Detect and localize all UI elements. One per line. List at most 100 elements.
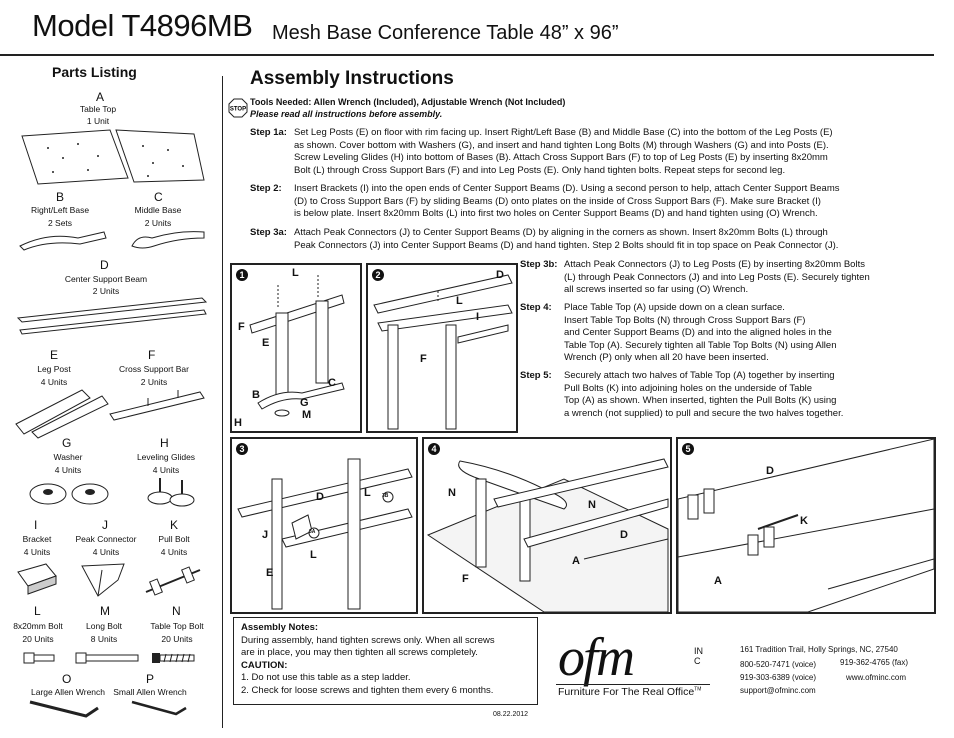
support-email[interactable]: support@ofminc.com xyxy=(740,686,816,695)
part-count-n: 20 Units xyxy=(161,634,193,644)
callout-g: G xyxy=(300,397,309,409)
callout-m: M xyxy=(302,409,312,421)
caution-item: 1. Do not use this table as a step ladde… xyxy=(241,672,411,683)
part-count-d: 2 Units xyxy=(92,286,120,296)
callout-l-lower: L xyxy=(310,549,317,561)
step-line: (L) through Peak Connectors (J) and into… xyxy=(564,271,870,283)
part-count-g: 4 Units xyxy=(54,465,82,475)
step-line: (D) to Cross Support Bars (F) by sliding… xyxy=(294,195,821,207)
step-line: Table Top (A). Securely tighten all Tabl… xyxy=(564,339,837,351)
part-letter-g: G xyxy=(62,436,72,450)
phone-voice-1: 800-520-7471 (voice) xyxy=(740,660,817,669)
figure-4: 4 N N D A F xyxy=(422,437,672,614)
product-subtitle: Mesh Base Conference Table 48” x 96” xyxy=(272,22,619,44)
header-rule xyxy=(0,54,934,56)
table-top-illustration xyxy=(21,129,205,185)
part-count-k: 4 Units xyxy=(160,547,188,557)
part-name-l: 8x20mm Bolt xyxy=(13,621,63,631)
figure-2-drawing xyxy=(373,274,513,430)
step-line: Peak Connectors (J) into Center Support … xyxy=(294,239,839,251)
figure-4-drawing xyxy=(426,458,669,612)
part-name-f: Cross Support Bar xyxy=(119,364,189,374)
callout-l: L xyxy=(292,267,299,279)
part-name-c: Middle Base xyxy=(134,205,182,215)
part-letter-e: E xyxy=(50,348,59,362)
leveling-glide-illustration xyxy=(147,478,195,507)
read-instructions-note: Please read all instructions before asse… xyxy=(250,109,443,119)
step-line: Pull Bolts (K) into adjoining holes on t… xyxy=(564,382,813,394)
part-letter-i: I xyxy=(34,518,38,532)
part-letter-p: P xyxy=(146,672,155,686)
assembly-heading: Assembly Instructions xyxy=(250,68,454,89)
step-line: Place Table Top (A) upside down on a cle… xyxy=(564,302,785,313)
notes-heading: Assembly Notes: xyxy=(241,622,319,633)
part-count-b: 2 Sets xyxy=(47,218,73,228)
part-name-b: Right/Left Base xyxy=(30,205,90,215)
step-line: Securely attach two halves of Table Top … xyxy=(564,370,835,381)
part-name-j: Peak Connector xyxy=(75,534,137,544)
callout-i: I xyxy=(476,311,480,323)
long-bolt-illustration xyxy=(75,652,139,664)
figure-1: 1 L F E B C G M H xyxy=(230,263,362,433)
peak-connector-illustration xyxy=(81,563,125,597)
step-line: and Center Support Beams (D) and into th… xyxy=(564,327,832,338)
callout-j: J xyxy=(262,529,269,541)
callout-f: F xyxy=(462,573,469,585)
step-label: Step 1a: xyxy=(250,127,287,138)
figure-number: 1 xyxy=(236,269,248,281)
logo-inc: INC xyxy=(694,646,703,666)
pull-bolt-illustration xyxy=(145,566,201,596)
callout-d: D xyxy=(316,491,324,503)
step-label: Step 3b: xyxy=(520,259,558,270)
callout-e: E xyxy=(266,567,274,579)
step-line: Insert Brackets (I) into the open ends o… xyxy=(294,183,840,194)
step-line: Insert Table Top Bolts (N) through Cross… xyxy=(564,314,806,326)
part-count-a: 1 Unit xyxy=(86,116,110,126)
part-name-h: Leveling Glides xyxy=(136,452,196,462)
caution-item: 2. Check for loose screws and tighten th… xyxy=(241,684,494,696)
part-letter-l: L xyxy=(34,604,41,618)
cross-bar-illustration xyxy=(109,390,205,421)
part-name-g: Washer xyxy=(53,452,83,462)
part-name-o: Large Allen Wrench xyxy=(30,687,106,697)
figure-5-drawing xyxy=(678,439,934,612)
step-3a: Step 3a: Attach Peak Connectors (J) to C… xyxy=(250,227,930,255)
company-address: 161 Tradition Trail, Holly Springs, NC, … xyxy=(740,645,898,654)
part-name-e: Leg Post xyxy=(37,364,71,374)
callout-h: H xyxy=(234,417,242,429)
step-line: is below plate. Insert 8x20mm Bolts (L) … xyxy=(294,208,818,219)
step-5: Step 5: Securely attach two halves of Ta… xyxy=(520,370,930,422)
step-4: Step 4: Place Table Top (A) upside down … xyxy=(520,302,930,366)
callout-d: D xyxy=(620,529,628,541)
step-label: Step 2: xyxy=(250,183,282,194)
phone-voice-2: 919-303-6389 (voice) xyxy=(740,673,817,682)
part-letter-j: J xyxy=(102,518,108,532)
callout-l: L xyxy=(456,295,463,307)
step-label: Step 5: xyxy=(520,370,552,381)
part-name-k: Pull Bolt xyxy=(158,534,190,544)
callout-e: E xyxy=(262,337,270,349)
figure-number: 4 xyxy=(428,443,440,455)
callout-n-right: N xyxy=(588,499,596,511)
stop-sign-icon: STOP xyxy=(228,98,248,118)
bracket-illustration xyxy=(17,563,57,595)
part-name-i: Bracket xyxy=(22,534,52,544)
part-name-p: Small Allen Wrench xyxy=(113,687,187,697)
part-letter-c: C xyxy=(154,190,163,204)
part-letter-d: D xyxy=(100,258,109,272)
base-illustration xyxy=(19,231,107,251)
part-letter-m: M xyxy=(100,604,110,618)
middle-base-illustration xyxy=(131,231,205,249)
website-link[interactable]: www.ofminc.com xyxy=(846,673,907,682)
part-name-n: Table Top Bolt xyxy=(150,621,204,631)
figure-number: 5 xyxy=(682,443,694,455)
step-line: all screws inserted so far using (O) Wre… xyxy=(564,284,749,295)
part-letter-k: K xyxy=(170,518,179,532)
large-allen-wrench-illustration xyxy=(29,700,99,718)
small-allen-wrench-illustration xyxy=(131,700,187,716)
leg-post-illustration xyxy=(15,389,109,439)
column-divider xyxy=(222,76,223,728)
washer-illustration xyxy=(29,483,109,505)
part-count-j: 4 Units xyxy=(92,547,120,557)
logo-underline xyxy=(556,684,710,685)
